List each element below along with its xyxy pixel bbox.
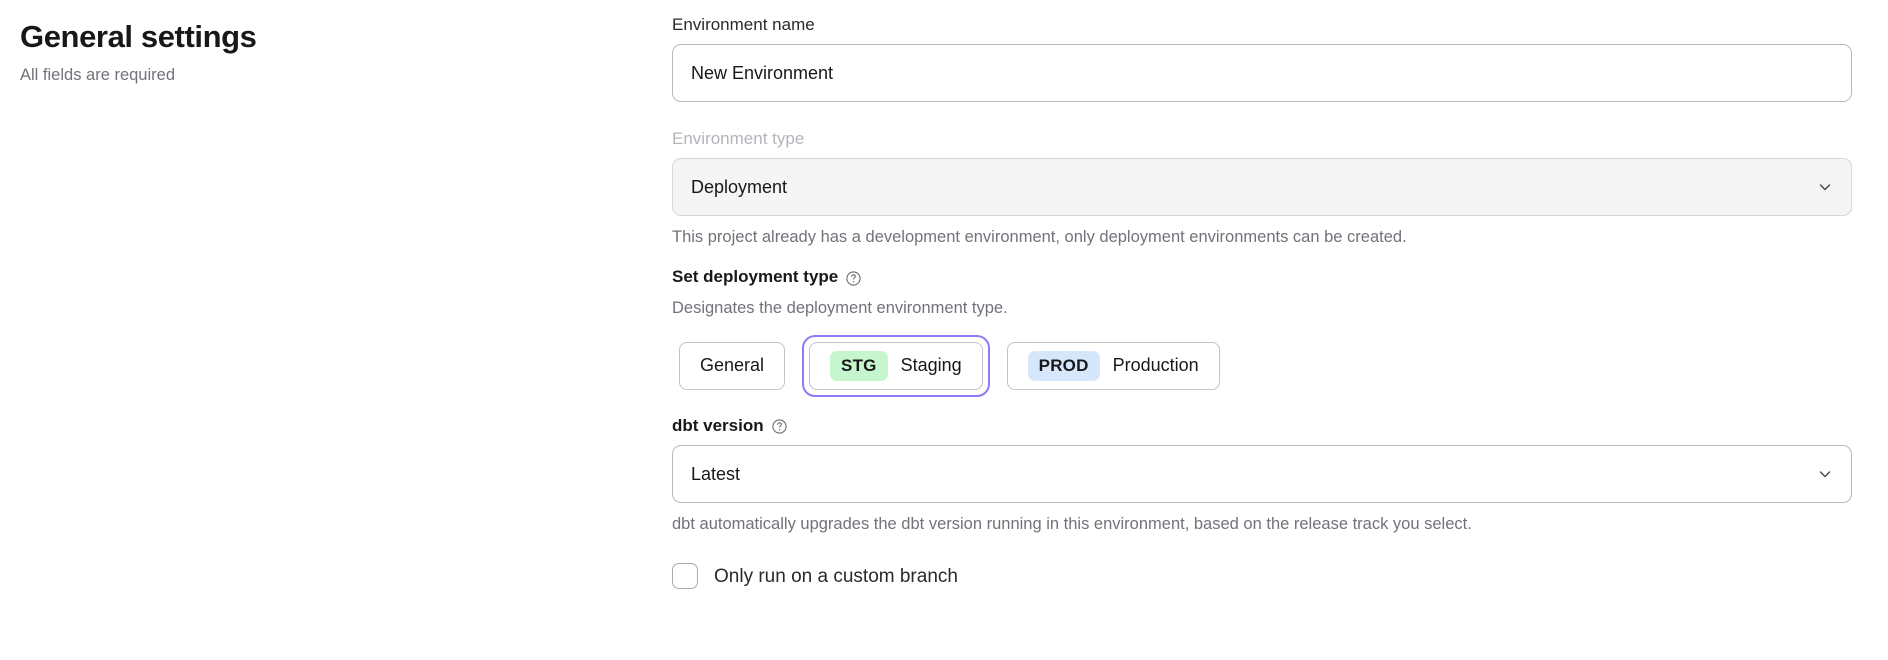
dbt-version-label-text: dbt version <box>672 415 764 435</box>
spacer <box>672 102 1852 128</box>
dbt-version-select[interactable]: Latest <box>672 444 1852 503</box>
deployment-option-production[interactable]: PROD Production <box>1006 341 1220 390</box>
deployment-option-general-label: General <box>700 355 765 376</box>
page-title: General settings <box>20 19 257 54</box>
deployment-option-staging-label: Staging <box>900 355 962 376</box>
deployment-option-production-label: Production <box>1112 355 1199 376</box>
deployment-option-production-wrapper: PROD Production <box>1000 335 1227 397</box>
dbt-version-helper: dbt automatically upgrades the dbt versi… <box>672 514 1472 533</box>
deployment-option-staging[interactable]: STG Staging <box>809 341 983 390</box>
environment-type-label: Environment type <box>672 129 805 149</box>
page-subtitle: All fields are required <box>20 65 175 84</box>
dbt-version-value: Latest <box>691 463 741 484</box>
question-circle-icon[interactable] <box>845 270 862 287</box>
custom-branch-row: Only run on a custom branch <box>672 563 1852 590</box>
deployment-type-helper: Designates the deployment environment ty… <box>672 298 1008 317</box>
badge-prod: PROD <box>1027 350 1100 381</box>
dbt-version-field: dbt version Latest dbt automatica <box>672 415 1852 535</box>
environment-name-field: Environment name <box>672 14 1852 103</box>
environment-type-value: Deployment <box>691 177 788 198</box>
spacer <box>672 397 1852 415</box>
chevron-down-icon <box>1817 179 1833 195</box>
spacer <box>672 248 1852 266</box>
dbt-version-label: dbt version <box>672 415 1852 437</box>
environment-type-select[interactable]: Deployment <box>672 158 1852 217</box>
custom-branch-label[interactable]: Only run on a custom branch <box>714 565 958 587</box>
deployment-option-staging-wrapper: STG Staging <box>802 334 990 397</box>
deployment-type-field: Set deployment type Designates the deplo… <box>672 266 1852 397</box>
environment-name-label: Environment name <box>672 15 815 34</box>
deployment-type-toggle-group: General STG Staging PROD Production <box>672 334 1852 397</box>
deployment-option-general[interactable]: General <box>679 341 786 390</box>
custom-branch-checkbox[interactable] <box>672 563 698 590</box>
deployment-option-general-wrapper: General <box>672 335 792 397</box>
environment-type-field: Environment type Deployment This project… <box>672 128 1852 248</box>
badge-stg: STG <box>830 350 888 381</box>
settings-form: Environment name Environment type Deploy… <box>672 14 1852 590</box>
deployment-type-label: Set deployment type <box>672 266 1852 288</box>
chevron-down-icon <box>1817 466 1833 482</box>
deployment-type-label-text: Set deployment type <box>672 267 839 287</box>
environment-name-input[interactable] <box>672 44 1852 103</box>
question-circle-icon[interactable] <box>771 418 788 435</box>
environment-type-helper: This project already has a development e… <box>672 228 1407 247</box>
settings-header: General settings All fields are required <box>20 18 620 86</box>
